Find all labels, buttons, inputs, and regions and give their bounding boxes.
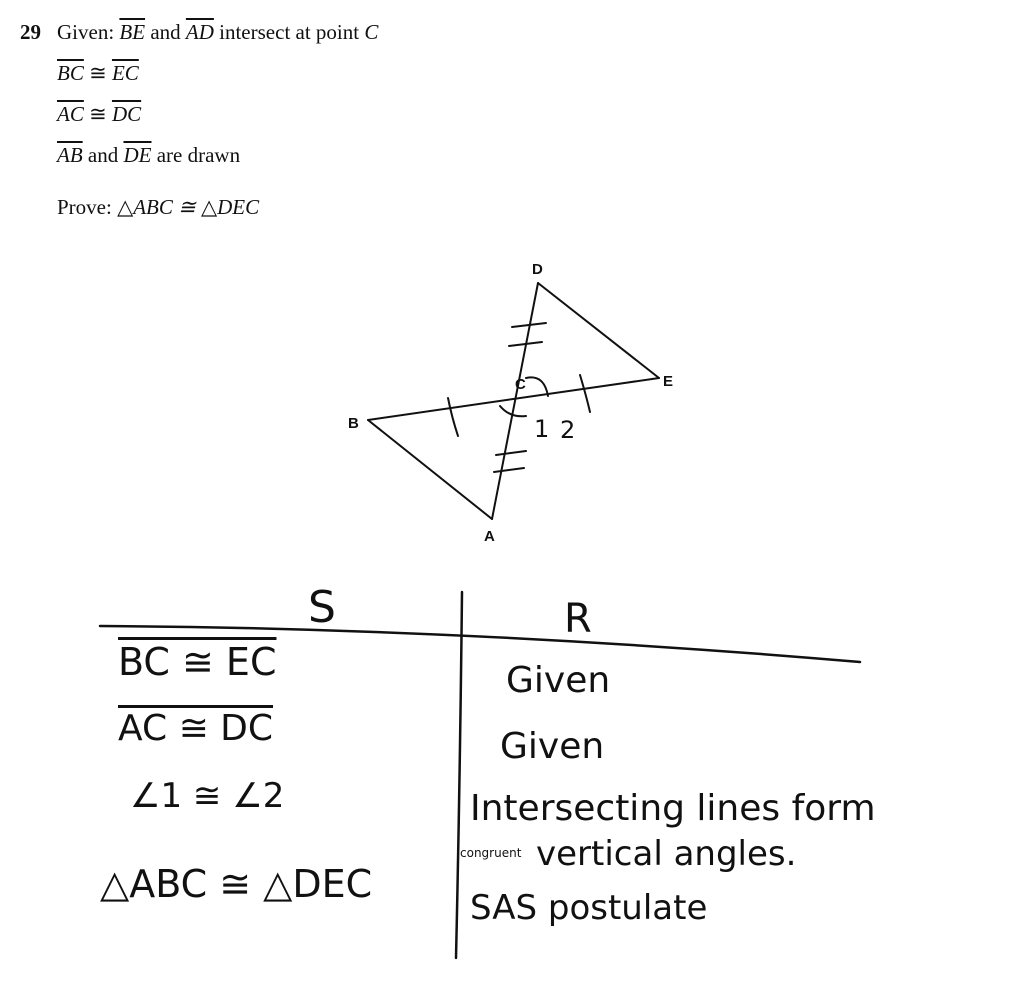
segment-ec: EC	[111, 61, 139, 85]
point-c: C	[364, 20, 379, 44]
given-drawn-segments: AB and DE are drawn	[57, 145, 240, 166]
segment-ab-line	[367, 419, 493, 520]
given-congruence-2: AC ≅ DC	[57, 104, 141, 125]
label-e: E	[663, 373, 673, 390]
reason-4: SAS postulate	[470, 888, 708, 928]
segment-ad: AD	[185, 20, 214, 44]
reason-3-note: congruent	[460, 846, 522, 860]
reason-1: Given	[506, 660, 611, 701]
reason-2: Given	[500, 726, 605, 767]
statement-4: △ABC ≅ △DEC	[100, 862, 373, 906]
t-chart-vertical-line	[454, 590, 464, 960]
label-a: A	[484, 528, 495, 545]
angle-2-label: 2	[560, 416, 575, 444]
congruence-tick-marks	[447, 322, 591, 473]
statements-header: S	[308, 582, 336, 633]
congruent-symbol: ≅	[89, 102, 107, 126]
statement-1: BC ≅ EC	[118, 640, 277, 684]
segment-bc: BC	[57, 61, 84, 85]
given-congruence-1: BC ≅ EC	[57, 63, 139, 84]
and-word: and	[87, 143, 119, 167]
segment-be-line	[367, 377, 660, 421]
prove-label: Prove:	[57, 195, 112, 219]
drawn-text: are drawn	[156, 143, 241, 167]
prove-triangles: △ABC ≅ △DEC	[117, 195, 260, 219]
congruent-symbol: ≅	[89, 61, 107, 85]
reasons-header: R	[564, 596, 592, 642]
segment-de: DE	[123, 143, 152, 167]
and-word: and	[150, 20, 181, 44]
given-statement: Given: BE and AD intersect at point C	[57, 22, 378, 43]
prove-statement: Prove: △ABC ≅ △DEC	[57, 197, 259, 218]
reason-3: Intersecting lines form	[470, 788, 876, 829]
intersect-text: intersect at point	[219, 20, 360, 44]
vertical-angle-arcs	[499, 376, 549, 418]
label-c: C	[515, 376, 526, 393]
segment-be: BE	[119, 20, 146, 44]
angle-1-label: 1	[534, 415, 549, 443]
segment-ac: AC	[57, 102, 84, 126]
statement-2: AC ≅ DC	[118, 708, 274, 749]
question-number: 29	[20, 20, 41, 44]
reason-3-continued: vertical angles.	[536, 834, 797, 874]
given-label: Given:	[57, 20, 115, 44]
segment-ad-line	[491, 282, 539, 520]
statement-3: ∠1 ≅ ∠2	[130, 776, 285, 816]
label-b: B	[348, 415, 359, 432]
segment-ab: AB	[57, 143, 83, 167]
segment-de-line	[537, 282, 660, 379]
proof-t-chart	[98, 590, 862, 960]
t-chart-horizontal-line	[98, 624, 862, 664]
segment-dc: DC	[111, 102, 142, 126]
label-d: D	[532, 261, 543, 278]
